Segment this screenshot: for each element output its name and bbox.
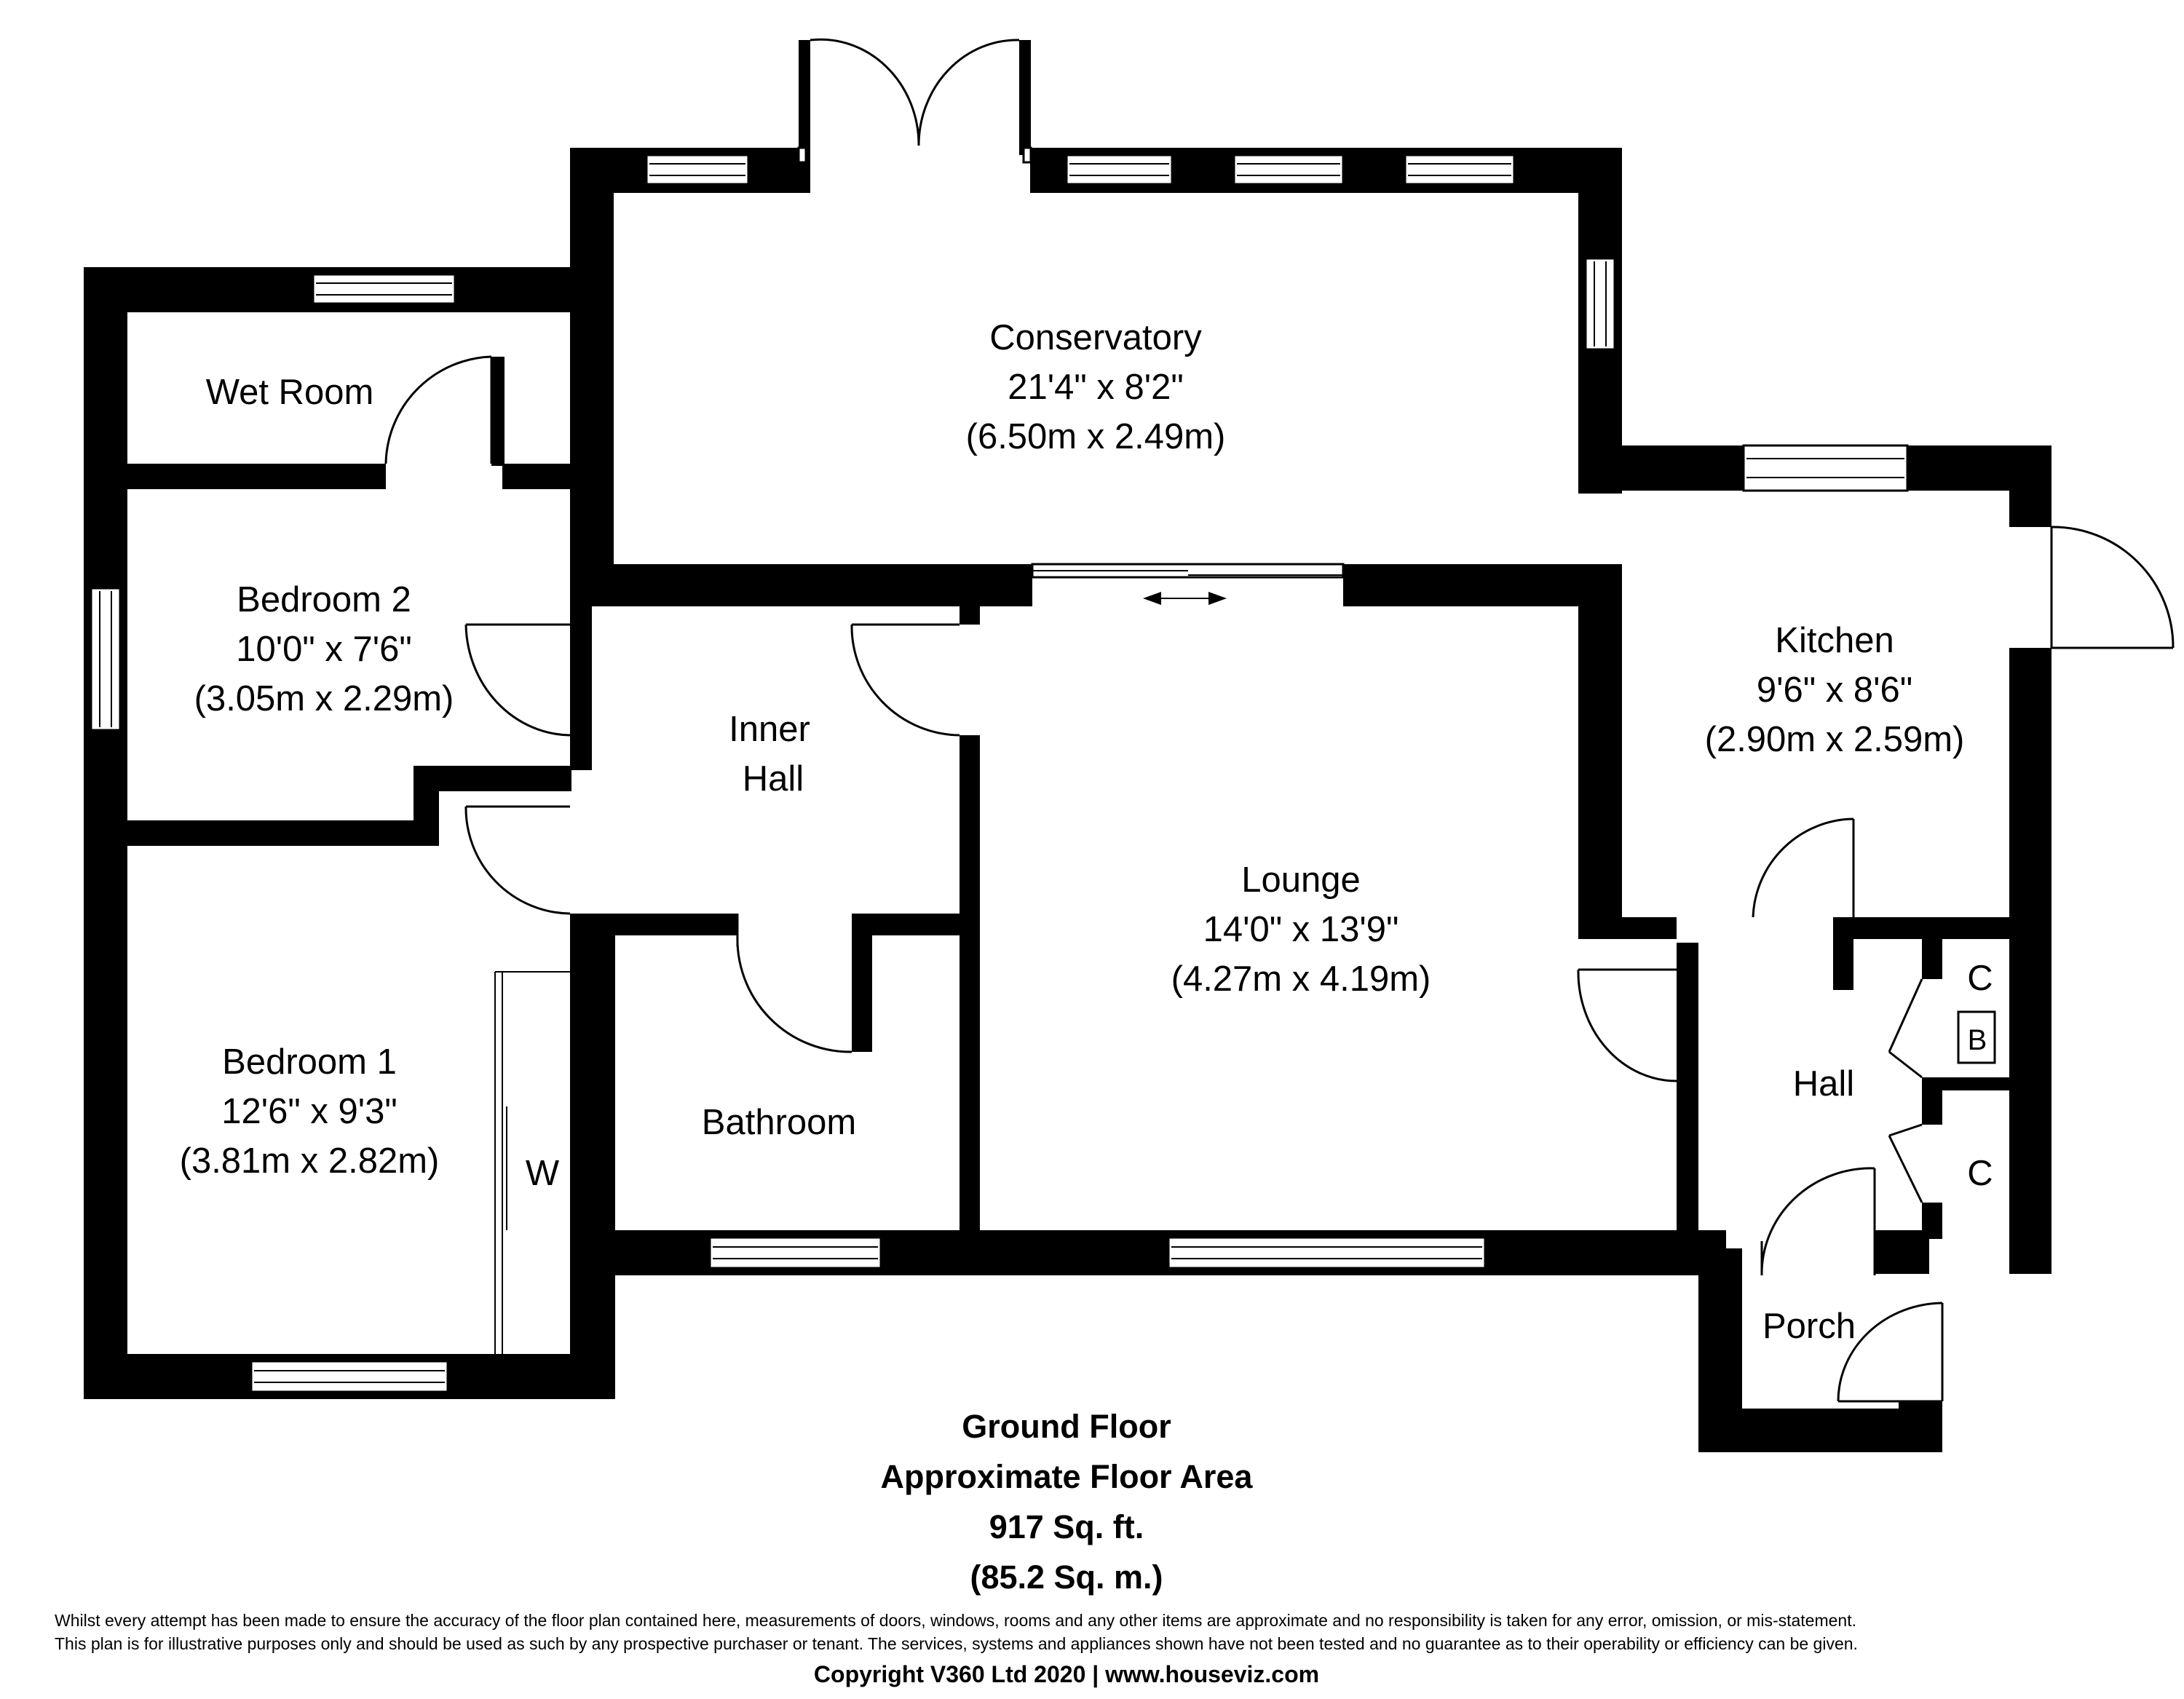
label-lounge: Lounge 14'0" x 13'9" (4.27m x 4.19m) xyxy=(1171,860,1431,999)
label-bedroom1: Bedroom 1 12'6" x 9'3" (3.81m x 2.82m) xyxy=(180,1042,440,1181)
bedroom2-metric: (3.05m x 2.29m) xyxy=(194,679,454,718)
door-bedroom2 xyxy=(464,623,571,737)
door-cupboard-bottom xyxy=(1888,1123,1923,1203)
window-bedroom1 xyxy=(250,1360,449,1393)
floor-name: Ground Floor xyxy=(962,1408,1171,1445)
door-lounge-hall xyxy=(1577,968,1677,1082)
bedroom1-metric: (3.81m x 2.82m) xyxy=(180,1141,440,1181)
wet-room-name: Wet Room xyxy=(206,373,374,412)
label-conservatory: Conservatory 21'4" x 8'2" (6.50m x 2.49m… xyxy=(966,318,1226,456)
conservatory-walls xyxy=(570,148,1622,606)
cupboard-top-label: C xyxy=(1967,959,1993,998)
kitchen-metric: (2.90m x 2.59m) xyxy=(1705,720,1965,759)
conservatory-metric: (6.50m x 2.49m) xyxy=(966,417,1226,456)
area-sqft: 917 Sq. ft. xyxy=(989,1508,1144,1545)
area-label: Approximate Floor Area xyxy=(880,1458,1253,1495)
conservatory-name: Conservatory xyxy=(989,318,1202,357)
label-kitchen: Kitchen 9'6" x 8'6" (2.90m x 2.59m) xyxy=(1705,621,1965,759)
area-sqm: (85.2 Sq. m.) xyxy=(970,1559,1163,1596)
window-wet-room xyxy=(312,273,456,305)
inner-hall-line2: Hall xyxy=(743,759,804,799)
interior-walls xyxy=(592,603,1726,1275)
window-lounge xyxy=(1167,1236,1487,1270)
label-bathroom: Bathroom xyxy=(702,1103,856,1142)
door-bathroom xyxy=(736,914,852,1053)
disclaimer-line2: This plan is for illustrative purposes o… xyxy=(55,1634,1858,1653)
window-bedroom2 xyxy=(90,587,122,732)
window-kitchen xyxy=(1742,444,1909,492)
door-porch-inner xyxy=(1760,1167,1876,1276)
label-porch: Porch xyxy=(1762,1307,1856,1346)
label-hall: Hall xyxy=(1793,1064,1854,1104)
wardrobe-label: W xyxy=(526,1154,560,1193)
french-door xyxy=(797,38,1032,164)
kitchen-name: Kitchen xyxy=(1775,621,1894,660)
label-wet-room: Wet Room xyxy=(206,373,374,412)
kitchen-imperial: 9'6" x 8'6" xyxy=(1757,670,1912,710)
door-wet-room xyxy=(384,355,493,464)
inner-hall-line1: Inner xyxy=(729,710,810,749)
boiler-box xyxy=(1957,1010,1996,1064)
lounge-name: Lounge xyxy=(1241,860,1361,900)
conservatory-imperial: 21'4" x 8'2" xyxy=(1008,368,1183,407)
label-bedroom2: Bedroom 2 10'0" x 7'6" (3.05m x 2.29m) xyxy=(194,580,454,718)
door-lounge xyxy=(850,623,960,737)
bedroom1-name: Bedroom 1 xyxy=(222,1042,397,1082)
lounge-metric: (4.27m x 4.19m) xyxy=(1171,959,1431,999)
door-kitchen-hall xyxy=(1752,817,1855,918)
cupboard-bottom-label: C xyxy=(1967,1154,1993,1193)
hall-name: Hall xyxy=(1793,1064,1854,1104)
door-cupboard-top xyxy=(1888,978,1923,1079)
door-bedroom1 xyxy=(464,805,571,915)
bathroom-name: Bathroom xyxy=(702,1103,856,1142)
bedroom2-imperial: 10'0" x 7'6" xyxy=(236,630,411,669)
lounge-imperial: 14'0" x 13'9" xyxy=(1203,910,1399,949)
door-kitchen-external xyxy=(2050,526,2175,649)
window-conservatory-2 xyxy=(1065,154,1174,186)
left-block-walls xyxy=(84,267,615,1399)
window-conservatory-4 xyxy=(1404,154,1516,186)
sliding-door xyxy=(1031,563,1345,605)
door-porch-front xyxy=(1837,1302,1944,1403)
window-conservatory-side xyxy=(1584,257,1616,351)
boiler-label: B xyxy=(1968,1024,1987,1056)
wardrobe xyxy=(494,971,570,1354)
window-conservatory-1 xyxy=(645,154,750,186)
label-inner-hall: Inner Hall xyxy=(729,710,810,799)
window-bathroom xyxy=(708,1236,882,1270)
bedroom2-name: Bedroom 2 xyxy=(237,580,411,619)
disclaimer-line1: Whilst every attempt has been made to en… xyxy=(55,1611,1856,1630)
copyright: Copyright V360 Ltd 2020 | www.houseviz.c… xyxy=(813,1661,1320,1687)
window-conservatory-3 xyxy=(1233,154,1345,186)
bedroom1-imperial: 12'6" x 9'3" xyxy=(221,1092,397,1131)
porch-name: Porch xyxy=(1762,1307,1856,1346)
